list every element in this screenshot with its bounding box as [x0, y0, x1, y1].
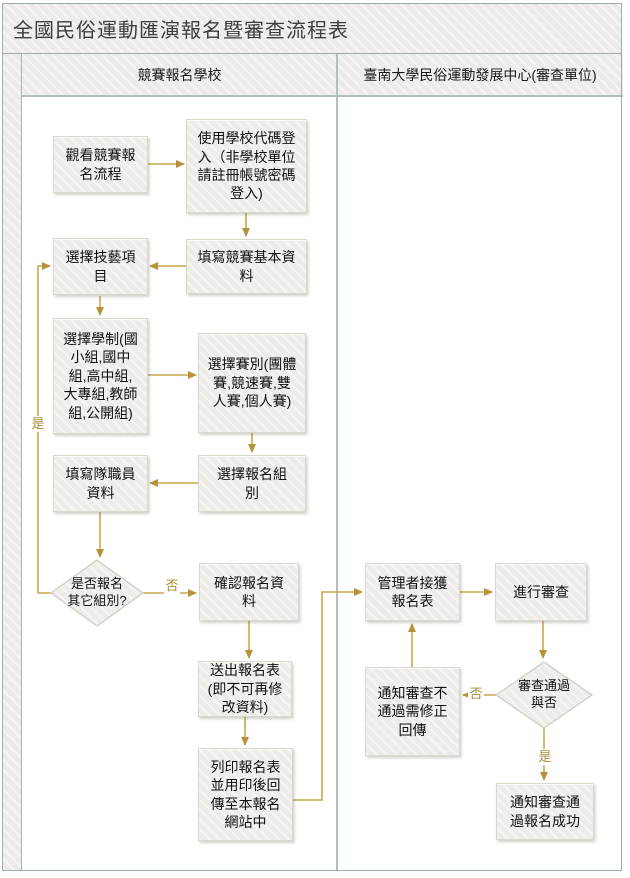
flow-node-manager-receive: 管理者接獲報名表 — [365, 563, 460, 621]
lane-header-school-label: 競賽報名學校 — [137, 66, 222, 83]
flow-node-submit-form: 送出報名表(即不可再修改資料) — [198, 661, 292, 717]
node-label: 通知審查通過報名成功 — [510, 794, 580, 829]
flow-node-choose-group: 選擇報名組別 — [198, 455, 306, 512]
lane-header-school: 競賽報名學校 — [22, 54, 337, 97]
node-label: 觀看競賽報名流程 — [65, 147, 136, 182]
decision-review-pass-label: 審查通過與否 — [517, 678, 570, 710]
swimlane-side-strip — [3, 54, 22, 870]
flow-node-choose-skill: 選擇技藝項目 — [53, 238, 148, 295]
node-label: 選擇賽別(團體賽,競速賽,雙人賽,個人賽) — [207, 356, 297, 410]
node-label: 進行審查 — [513, 583, 569, 600]
edge-label-yes-review: 是 — [537, 749, 553, 765]
edge-label-yes-loop: 是 — [30, 416, 46, 432]
flow-node-choose-division: 選擇學制(國小組,國中組,高中組,大專組,教師組,公開組) — [53, 318, 148, 434]
node-label: 管理者接獲報名表 — [377, 574, 448, 609]
title-bar: 全國民俗運動匯演報名暨審查流程表 — [3, 4, 621, 54]
node-label: 選擇技藝項目 — [65, 249, 136, 284]
node-label: 使用學校代碼登入（非學校單位請註冊帳號密碼登入) — [197, 130, 296, 202]
node-label: 列印報名表並用印後回傳至本報名網站中 — [210, 758, 281, 830]
lane-divider — [336, 54, 338, 870]
flow-node-notify-fail: 通知審查不通過需修正回傳 — [365, 667, 460, 756]
flow-node-print-return: 列印報名表並用印後回傳至本報名網站中 — [198, 748, 293, 841]
flow-node-choose-race-type: 選擇賽別(團體賽,競速賽,雙人賽,個人賽) — [198, 333, 306, 433]
decision-other-group-label: 是否報名其它組別? — [67, 576, 127, 608]
outer-frame — [2, 3, 622, 871]
node-label: 通知審查不通過需修正回傳 — [377, 684, 448, 738]
flow-node-fill-basic-info: 填寫競賽基本資料 — [186, 239, 307, 294]
lane-header-center: 臺南大學民俗運動發展中心(審查單位) — [337, 54, 623, 97]
lane-header-center-label: 臺南大學民俗運動發展中心(審查單位) — [363, 66, 597, 83]
node-label: 確認報名資料 — [214, 574, 284, 609]
flow-node-notify-pass: 通知審查通過報名成功 — [496, 783, 594, 840]
flow-node-fill-staff-info: 填寫隊職員資料 — [53, 455, 148, 512]
edge-label-no-review: 否 — [468, 686, 484, 702]
flow-node-watch-process: 觀看競賽報名流程 — [53, 136, 148, 193]
node-label: 選擇學制(國小組,國中組,高中組,大專組,教師組,公開組) — [63, 330, 138, 421]
node-label: 選擇報名組別 — [217, 466, 287, 501]
node-label: 送出報名表(即不可再修改資料) — [207, 662, 283, 716]
flow-node-confirm-info: 確認報名資料 — [199, 563, 299, 621]
edge-label-no-other: 否 — [164, 578, 180, 594]
flow-node-conduct-review: 進行審查 — [495, 563, 587, 621]
page-title: 全國民俗運動匯演報名暨審查流程表 — [13, 20, 349, 42]
node-label: 填寫競賽基本資料 — [197, 249, 296, 284]
node-label: 填寫隊職員資料 — [65, 466, 136, 501]
flow-node-login: 使用學校代碼登入（非學校單位請註冊帳號密碼登入) — [186, 119, 307, 213]
